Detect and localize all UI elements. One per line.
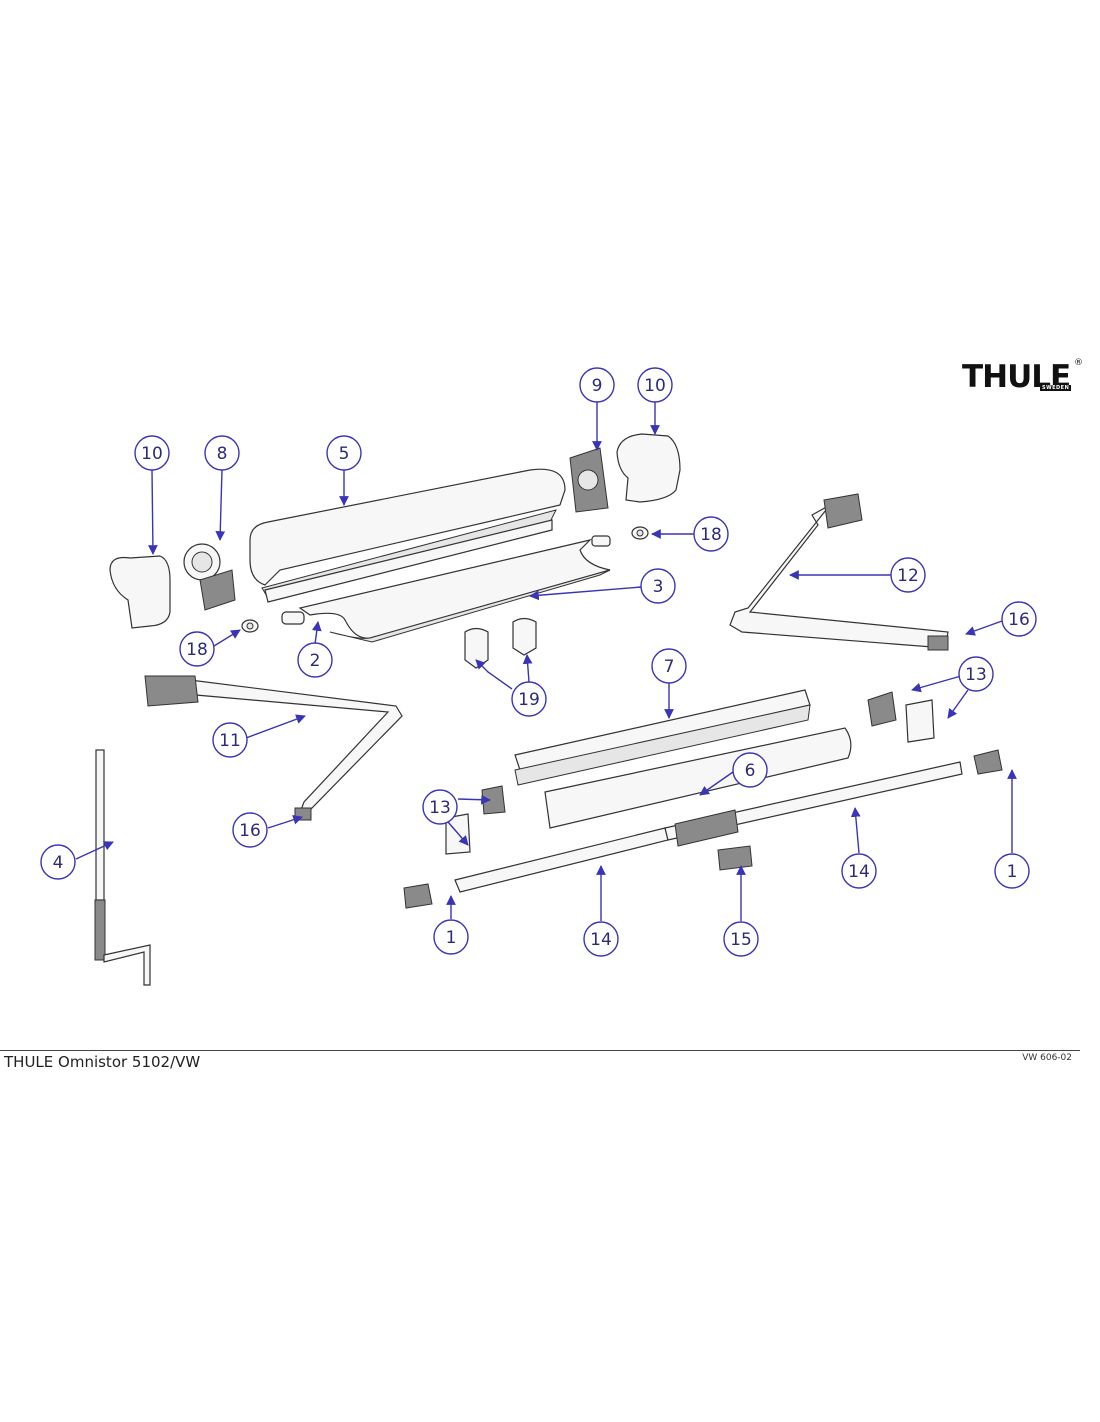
fabric-roller-part — [281, 535, 611, 643]
mounting-rail-part — [454, 761, 963, 893]
end-cap-left-part — [109, 555, 171, 629]
end-piece-left-part — [445, 785, 506, 855]
callout-14-left: 14 — [583, 921, 619, 957]
callout-11: 11 — [212, 722, 248, 758]
washer-left-part — [241, 619, 259, 633]
callout-10-left: 10 — [134, 435, 170, 471]
gear-mechanism-right-part — [569, 447, 609, 513]
support-arm-right-part — [729, 493, 949, 651]
front-profile-part — [514, 689, 811, 786]
footer-divider — [0, 1050, 1080, 1051]
svg-text:16: 16 — [1008, 610, 1030, 630]
bracket-left-part — [403, 883, 433, 909]
callout-8: 8 — [204, 435, 240, 471]
callout-9: 9 — [579, 367, 615, 403]
callout-18-left: 18 — [179, 631, 215, 667]
svg-text:10: 10 — [644, 376, 666, 396]
callout-16-right: 16 — [1001, 601, 1037, 637]
callout-3: 3 — [640, 568, 676, 604]
svg-text:9: 9 — [592, 376, 603, 396]
svg-text:4: 4 — [53, 853, 64, 873]
cassette-profile-part — [249, 468, 566, 603]
svg-text:13: 13 — [429, 798, 451, 818]
end-cap-right-part — [616, 433, 681, 503]
logo-registered-mark: ® — [1074, 358, 1083, 368]
callout-10-right: 10 — [637, 367, 673, 403]
callout-12: 12 — [890, 557, 926, 593]
footer-code: VW 606-02 — [1022, 1053, 1072, 1063]
svg-text:18: 18 — [186, 640, 208, 660]
svg-text:5: 5 — [339, 444, 350, 464]
center-clip-part — [717, 845, 753, 871]
callout-13-right: 13 — [958, 656, 994, 692]
callout-6: 6 — [732, 752, 768, 788]
callout-18-right: 18 — [693, 516, 729, 552]
svg-text:18: 18 — [700, 525, 722, 545]
callout-5: 5 — [326, 435, 362, 471]
svg-text:1: 1 — [446, 928, 457, 948]
svg-text:19: 19 — [518, 690, 540, 710]
footer-title: THULE Omnistor 5102/VW — [4, 1053, 201, 1071]
svg-text:7: 7 — [664, 657, 675, 677]
callout-14-right: 14 — [841, 853, 877, 889]
callout-1-left: 1 — [433, 919, 469, 955]
svg-text:15: 15 — [730, 930, 752, 950]
callout-16-left: 16 — [232, 812, 268, 848]
svg-text:16: 16 — [239, 821, 261, 841]
svg-text:3: 3 — [653, 577, 664, 597]
svg-text:6: 6 — [745, 761, 756, 781]
callout-7: 7 — [651, 648, 687, 684]
clip-brackets-part — [464, 617, 537, 669]
svg-text:14: 14 — [590, 930, 612, 950]
svg-text:8: 8 — [217, 444, 228, 464]
svg-text:11: 11 — [219, 731, 241, 751]
crank-rod-part — [94, 749, 151, 986]
svg-text:12: 12 — [897, 566, 919, 586]
callout-1-right: 1 — [994, 853, 1030, 889]
callout-15: 15 — [723, 921, 759, 957]
end-piece-right-part — [867, 691, 935, 743]
svg-text:1: 1 — [1007, 862, 1018, 882]
callout-4: 4 — [40, 844, 76, 880]
svg-text:2: 2 — [310, 651, 321, 671]
gear-mechanism-left-part — [183, 543, 236, 611]
support-arm-left-part — [144, 675, 403, 821]
callout-13-left: 13 — [422, 789, 458, 825]
logo-sweden-tag: SWEDEN — [1040, 385, 1072, 391]
callout-19: 19 — [511, 681, 547, 717]
washer-right-part — [631, 526, 649, 540]
callout-2: 2 — [297, 642, 333, 678]
svg-text:13: 13 — [965, 665, 987, 685]
valance-part — [544, 727, 852, 829]
svg-text:14: 14 — [848, 862, 870, 882]
svg-text:10: 10 — [141, 444, 163, 464]
thule-logo: THULE ® SWEDEN — [962, 358, 1084, 398]
bracket-right-part — [973, 749, 1003, 775]
